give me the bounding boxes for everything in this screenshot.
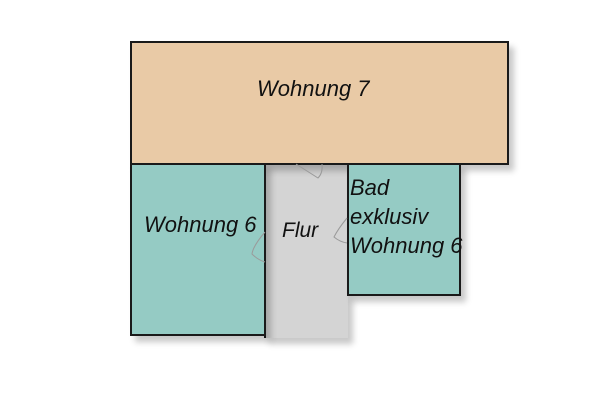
room-label-bad-line-2: exklusiv	[350, 204, 429, 229]
room-flur[interactable]	[264, 163, 348, 338]
room-bad[interactable]	[347, 163, 461, 296]
room-wohnung-6[interactable]	[130, 163, 266, 336]
room-label-flur: Flur	[282, 219, 319, 242]
room-label-bad-line-1: Bad	[350, 175, 390, 200]
room-label-wohnung-7: Wohnung 7	[257, 76, 370, 101]
room-label-bad-line-3: Wohnung 6	[350, 233, 463, 258]
room-label-wohnung-6: Wohnung 6	[144, 212, 257, 237]
room-wohnung-7[interactable]	[130, 41, 509, 165]
